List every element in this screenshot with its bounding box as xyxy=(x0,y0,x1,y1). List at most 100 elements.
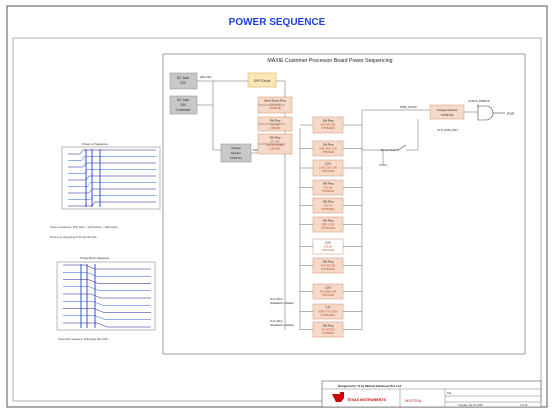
regulator-title: LDO xyxy=(325,241,332,245)
regulator-detail: (TPS7A45) xyxy=(322,170,335,173)
monitor-out-label: MAIN xyxy=(253,148,261,152)
tb-sheet: 3 of 43 xyxy=(520,404,528,407)
scope-top-caption-2: There is no sequencing for 5V and 3V3 ra… xyxy=(50,236,98,239)
regulator-detail: (TPS5622) xyxy=(322,151,334,154)
note-mcu-2-l2: (Disabled by default) xyxy=(270,323,294,327)
scope-top-plot xyxy=(61,146,161,210)
regulator-title: SW Reg xyxy=(323,219,334,223)
scope-trace xyxy=(63,264,151,270)
scope-trace xyxy=(63,322,151,328)
scope-bottom-title: Power-Down Sequence xyxy=(80,256,110,260)
regulator-detail: 3V3 (SC715) xyxy=(321,124,336,127)
regulator-title: SW Reg xyxy=(323,324,334,328)
regulator-title: LDO xyxy=(325,286,332,290)
regulator-detail: (LM5180) xyxy=(270,148,281,151)
regulator-detail: (TPS51200) xyxy=(321,314,335,317)
and-gate-icon xyxy=(477,105,494,121)
diagram-title: MAXIE Customer Processor Board Power Seq… xyxy=(267,58,392,64)
scope-trace xyxy=(68,188,156,194)
regulator-detail: (TPS5622) xyxy=(322,332,334,335)
regulator-detail: (TPS54620) xyxy=(321,127,335,130)
regulator-title: SW Reg xyxy=(323,182,334,186)
dc-jack-bottom-volt: 18V xyxy=(180,103,187,107)
scope-trace xyxy=(63,315,151,320)
note-mcu-1-l1: From MCU xyxy=(270,297,283,301)
regulator-detail: 1.8V/1.35V 1.8V xyxy=(319,167,338,170)
title-block-frame xyxy=(321,380,542,408)
regulator-title: LDO xyxy=(325,162,332,166)
regulator-title: SW Reg xyxy=(323,200,334,204)
scope-trace xyxy=(68,162,156,168)
regulator-detail: VDD_SOC 0.9V xyxy=(319,148,337,151)
regulator-detail: (SC715, RD85) xyxy=(266,144,283,147)
regulator-title: SW Reg xyxy=(323,260,334,264)
scope-trace xyxy=(68,201,156,207)
supply-label: 18V-22V xyxy=(200,75,212,79)
ovp-box xyxy=(247,72,277,88)
title-block: Designed for TI by Mistral Solutions Pvt… xyxy=(321,380,542,408)
scope-trace xyxy=(63,293,151,299)
regulator-detail: 1V8 (SC715) xyxy=(321,265,336,268)
regulator-detail: 5V, 10A xyxy=(271,141,280,144)
regulator-detail: (TPS7A45) xyxy=(322,294,335,297)
regulator-detail: 1V2 3A xyxy=(324,187,333,190)
tb-designed-for: Designed for TI by Mistral Solutions Pvt… xyxy=(338,384,402,388)
dc-jack-bottom-label: DC Jack xyxy=(177,98,189,102)
scope-bottom-caption-1: Power down sequence: VDD supply after PO… xyxy=(58,338,110,341)
net-por: POR xyxy=(507,112,515,116)
page-heading: POWER SEQUENCE xyxy=(229,17,326,28)
tb-company: TEXAS INSTRUMENTS xyxy=(347,398,387,402)
regulator-detail: (TPS5622) xyxy=(322,190,334,193)
net-pwrgood: PWR_GOOD xyxy=(400,105,417,109)
scope-trace xyxy=(63,308,151,313)
scope-trace xyxy=(68,175,156,181)
scope-trace xyxy=(68,149,156,155)
scope-trace xyxy=(63,279,151,284)
voltage-monitor-right-l1: Voltage Monitor xyxy=(437,108,458,112)
regulator-detail: DDR 1.35V xyxy=(322,224,335,227)
dc-jack-bottom-conn: Connector xyxy=(176,108,192,112)
regulator-title: SW Reg xyxy=(323,143,334,147)
dc-jack-top-volt: 12V xyxy=(180,81,187,85)
voltage-monitor-left-l3: TPS3711 xyxy=(230,156,243,160)
net-sys-pwr: SYS_PWR_RDY xyxy=(437,128,458,132)
scope-trace xyxy=(68,182,156,187)
regulator-title: SW Reg xyxy=(270,136,281,140)
scope-bottom-plot xyxy=(56,261,156,331)
regulator-title: SW Reg xyxy=(270,119,281,123)
tb-title: Title xyxy=(447,392,452,395)
note-mcu-1-l2: (Disabled by default) xyxy=(270,301,294,305)
regulator-title: SW Reg xyxy=(323,119,334,123)
net-acdc: ACDC0_PWROK xyxy=(468,99,490,103)
scope-trace xyxy=(63,272,151,277)
note-mcu-2-l1: From MCU xyxy=(270,319,283,323)
regulator-title: VTT xyxy=(325,306,331,310)
regulator-detail: (TPS62130) xyxy=(321,268,335,271)
scope-top: Power-on Sequence Power-on sequence: VDD… xyxy=(50,142,161,239)
tb-mistral: MISTRAL xyxy=(405,398,423,403)
tb-date: Tuesday, July 24, 2018 xyxy=(458,404,483,407)
regulator-detail: (LM5140) xyxy=(270,127,281,130)
regulator-detail: (TPS54200) xyxy=(321,208,335,211)
ti-logo-icon xyxy=(332,392,344,402)
regulator-detail: 5V, 10A xyxy=(271,124,280,127)
regulator-detail: 1V2 2A xyxy=(324,205,333,208)
scope-bottom: Power-Down Sequence Power down sequence:… xyxy=(56,256,156,341)
ovp-label: OVP Circuit xyxy=(254,79,271,83)
sheet-inner-border xyxy=(12,37,542,402)
regulator-detail: 2V5 (LM) 1.8V xyxy=(320,291,336,294)
scope-top-title: Power-on Sequence xyxy=(82,142,108,146)
regulator-detail: (TPS62130) xyxy=(321,227,335,230)
reset-switch-icon xyxy=(397,144,407,151)
voltage-monitor-right-l2: TPS3702 xyxy=(441,113,454,117)
regulator-detail: DDR VTT 0.675V xyxy=(318,311,338,314)
scope-trace xyxy=(63,286,151,291)
regulator-detail: (TPS7A45) xyxy=(322,249,335,252)
diagram-frame xyxy=(162,53,526,355)
regulator-detail: (LM25118) xyxy=(269,107,281,110)
scope-trace xyxy=(68,156,156,161)
voltage-monitor-left-l2: Monitor xyxy=(231,151,241,155)
regulator-title: Buck-Boost Reg xyxy=(265,99,286,103)
